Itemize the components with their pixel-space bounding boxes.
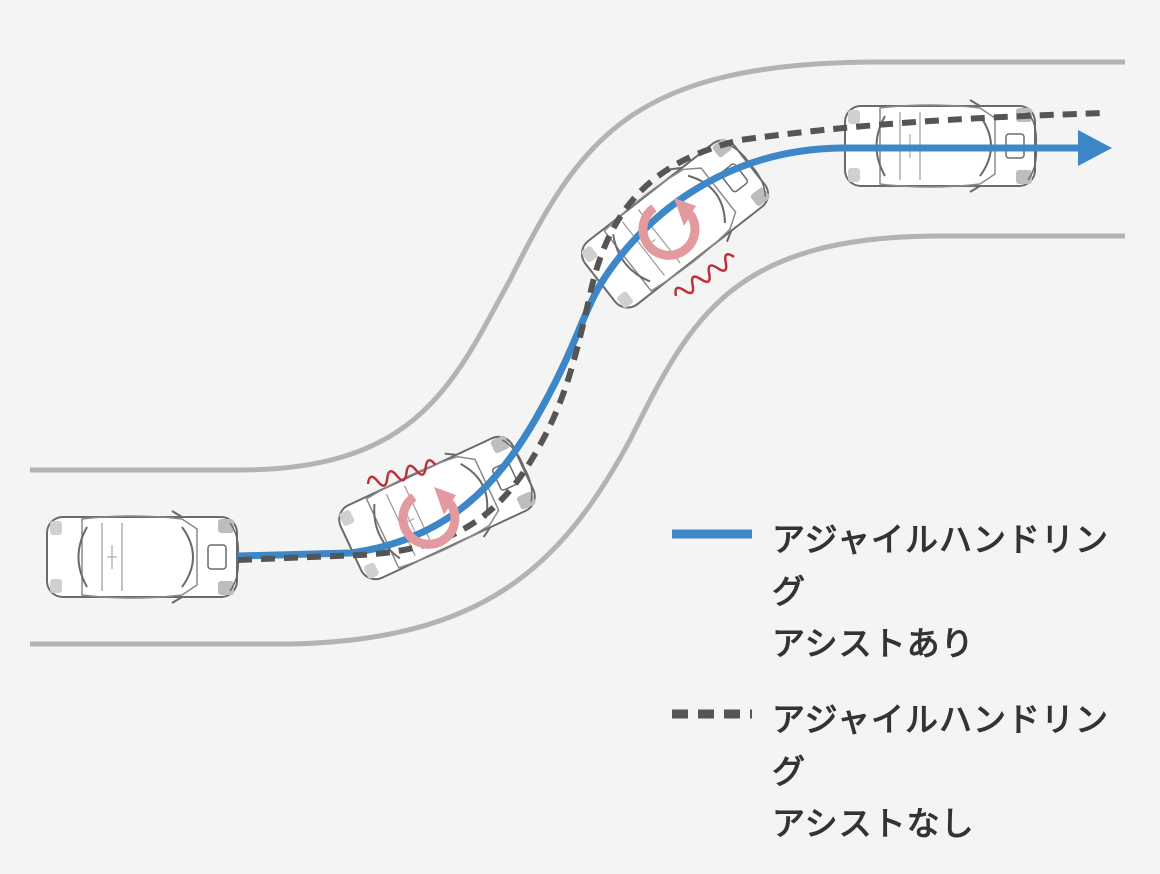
dashed-line-swatch: [672, 709, 752, 719]
legend: アジャイルハンドリング アシストあり アジャイルハンドリング アシストなし: [672, 514, 1142, 874]
legend-label-assist-off: アジャイルハンドリング アシストなし: [772, 694, 1142, 850]
legend-item-assist-off: アジャイルハンドリング アシストなし: [672, 694, 1142, 850]
legend-item-assist-on: アジャイルハンドリング アシストあり: [672, 514, 1142, 670]
road-edge-bottom: [30, 233, 1125, 647]
legend-label-line1: アジャイルハンドリング: [772, 700, 1110, 791]
diagram-stage: アジャイルハンドリング アシストあり アジャイルハンドリング アシストなし: [30, 59, 1125, 843]
legend-label-assist-on: アジャイルハンドリング アシストあり: [772, 514, 1142, 670]
legend-label-line2: アシストあり: [772, 624, 975, 663]
solid-line-swatch: [672, 529, 752, 539]
car-icon: [46, 510, 240, 604]
assist-off-trajectory: [237, 110, 1106, 563]
legend-label-line1: アジャイルハンドリング: [772, 520, 1110, 611]
s-curve-diagram: [30, 59, 1125, 647]
road-edge-top: [30, 59, 1125, 473]
direction-arrow-icon: [1078, 130, 1112, 166]
legend-label-line2: アシストなし: [772, 804, 975, 843]
